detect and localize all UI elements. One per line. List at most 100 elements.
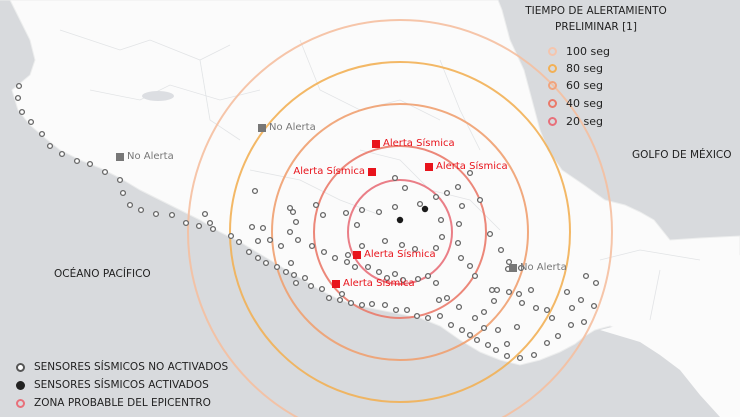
sensor-inactive	[532, 304, 540, 312]
sensor-inactive	[484, 341, 492, 349]
sensor-inactive	[14, 94, 22, 102]
sensor-inactive	[307, 282, 315, 290]
state-borders	[59, 29, 701, 321]
sensor-inactive	[458, 326, 466, 334]
sensor-inactive	[273, 263, 281, 271]
ring-icon	[548, 81, 557, 90]
ring-icon	[548, 64, 557, 73]
city-alert-text: Alerta Sísmica	[293, 166, 365, 177]
sensor-inactive	[287, 259, 295, 267]
sensor-inactive	[331, 254, 339, 262]
sensor-inactive	[15, 82, 23, 90]
city-alert-text: No Alerta	[127, 151, 174, 162]
sensor-inactive	[505, 288, 513, 296]
city-alert-text: No Alerta	[520, 262, 567, 273]
sensor-inactive	[414, 275, 422, 283]
sensor-inactive	[398, 241, 406, 249]
sensor-inactive	[432, 279, 440, 287]
legend-time-item-40: 40 seg	[548, 97, 603, 110]
sensor-inactive	[292, 279, 300, 287]
sensor-inactive	[503, 352, 511, 360]
sensor-inactive	[466, 262, 474, 270]
sensor-inactive	[101, 168, 109, 176]
sensor-inactive	[473, 336, 481, 344]
sensor-inactive	[343, 258, 351, 266]
sensor-inactive	[497, 246, 505, 254]
sensor-inactive	[493, 286, 501, 294]
sensor-active	[396, 216, 404, 224]
sensor-inactive	[320, 248, 328, 256]
sensor-inactive	[403, 306, 411, 314]
sensor-inactive	[248, 223, 256, 231]
sensor-inactive	[590, 302, 598, 310]
city-alert-text: Alerta Sísmica	[343, 278, 415, 289]
sensor-inactive	[277, 242, 285, 250]
sensor-inactive	[486, 230, 494, 238]
legend-symbol-label: ZONA PROBABLE DEL EPICENTRO	[34, 397, 211, 409]
sensor-inactive	[116, 176, 124, 184]
sensor-inactive	[86, 160, 94, 168]
sensor-inactive	[318, 285, 326, 293]
sensor-inactive	[391, 270, 399, 278]
sensor-inactive	[480, 324, 488, 332]
legend-time-item-20: 20 seg	[548, 115, 603, 128]
legend-inactive-sensors: SENSORES SÍSMICOS NO ACTIVADOS	[16, 361, 228, 373]
sensor-inactive	[438, 233, 446, 241]
alert-ring-80s	[229, 61, 571, 403]
sensor-inactive	[38, 130, 46, 138]
sensor-inactive	[447, 321, 455, 329]
sensor-inactive	[152, 210, 160, 218]
sensor-inactive	[325, 294, 333, 302]
sensor-inactive	[292, 218, 300, 226]
sensor-inactive	[517, 264, 525, 272]
sensor-inactive	[266, 236, 274, 244]
sensor-inactive	[245, 248, 253, 256]
sensor-inactive	[301, 274, 309, 282]
city-no-alerta: No Alerta	[116, 151, 177, 162]
filled-circle-icon	[16, 380, 25, 390]
sensor-inactive	[375, 208, 383, 216]
sensor-inactive	[46, 142, 54, 150]
city-alert-text: Alerta Sísmica	[383, 138, 455, 149]
sensor-inactive	[411, 245, 419, 253]
sensor-inactive	[195, 222, 203, 230]
land-yucatan	[600, 255, 740, 417]
sensor-inactive	[458, 202, 466, 210]
alert-ring-20s	[347, 179, 453, 285]
sensor-inactive	[319, 211, 327, 219]
sensor-inactive	[392, 306, 400, 314]
sensor-inactive	[488, 286, 496, 294]
legend-time-item-100: 100 seg	[548, 45, 610, 58]
sensor-inactive	[577, 296, 585, 304]
ring-icon	[548, 47, 557, 56]
legend-epicenter-zone: ZONA PROBABLE DEL EPICENTRO	[16, 397, 211, 409]
sensor-inactive	[119, 189, 127, 197]
sensor-inactive	[206, 219, 214, 227]
sensor-inactive	[259, 224, 267, 232]
legend-symbol-label: SENSORES SÍSMICOS NO ACTIVADOS	[34, 361, 229, 373]
lake	[142, 91, 174, 101]
sensor-inactive	[454, 183, 462, 191]
sensor-inactive	[58, 150, 66, 158]
sensor-inactive	[548, 314, 556, 322]
sensor-inactive	[368, 300, 376, 308]
ring-icon	[548, 117, 557, 126]
sensor-active	[421, 205, 429, 213]
legend-time-item-60: 60 seg	[548, 79, 603, 92]
sensor-inactive	[515, 290, 523, 298]
sensor-inactive	[383, 274, 391, 282]
sensor-inactive	[290, 271, 298, 279]
sensor-inactive	[476, 196, 484, 204]
sensor-inactive	[513, 323, 521, 331]
legend-symbol-label: SENSORES SÍSMICOS ACTIVADOS	[34, 379, 209, 391]
city-alert-sismica: Alerta Sísmica	[332, 278, 418, 289]
sensor-inactive	[454, 239, 462, 247]
city-alert-sismica: Alerta Sísmica	[290, 166, 376, 177]
city-alert-text: No Alerta	[269, 122, 316, 133]
sensor-inactive	[358, 242, 366, 250]
sensor-inactive	[443, 189, 451, 197]
sensor-inactive	[381, 301, 389, 309]
sensor-inactive	[235, 238, 243, 246]
sensor-inactive	[351, 263, 359, 271]
sensor-inactive	[413, 312, 421, 320]
